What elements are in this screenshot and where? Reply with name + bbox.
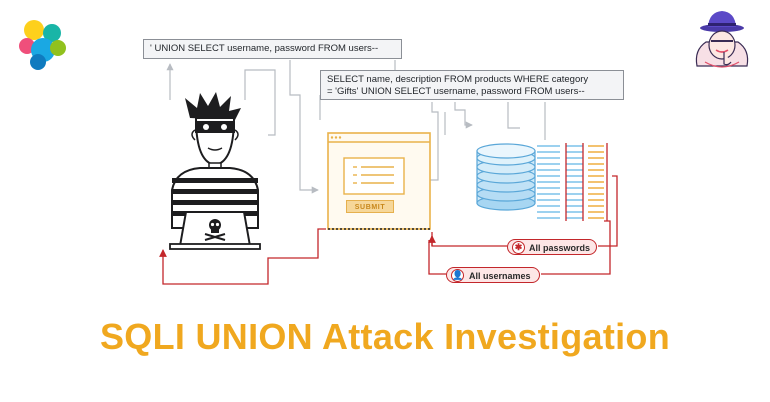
skull-icon	[204, 219, 226, 241]
db-record-rows	[537, 143, 608, 221]
asterisk-icon: ✱	[512, 241, 525, 254]
page-title: SQLI UNION Attack Investigation	[99, 316, 671, 357]
submit-button[interactable]: SUBMIT	[346, 200, 394, 213]
attacker-payload-text: ' UNION SELECT username, password FROM u…	[150, 43, 379, 54]
web-form-window	[327, 132, 431, 230]
all-passwords-pill: ✱ All passwords	[507, 239, 597, 255]
full-sql-query-line-1: SELECT name, description FROM products W…	[327, 74, 589, 85]
exfiltration-flow-arrows	[159, 175, 618, 285]
full-sql-query-line-2: = 'Gifts' UNION SELECT username, passwor…	[327, 86, 585, 97]
user-icon: 👤	[451, 269, 464, 282]
database-icon	[476, 143, 536, 211]
query-connectors	[166, 60, 546, 194]
hacker-figure	[169, 92, 261, 250]
brand-logo-icon	[19, 20, 66, 70]
attacker-payload-box: ' UNION SELECT username, password FROM u…	[143, 39, 402, 59]
all-passwords-label: All passwords	[529, 243, 591, 253]
all-usernames-pill: 👤 All usernames	[446, 267, 540, 283]
hacker-avatar-icon	[695, 11, 749, 68]
full-sql-query-box: SELECT name, description FROM products W…	[320, 70, 624, 100]
all-usernames-label: All usernames	[469, 271, 531, 281]
